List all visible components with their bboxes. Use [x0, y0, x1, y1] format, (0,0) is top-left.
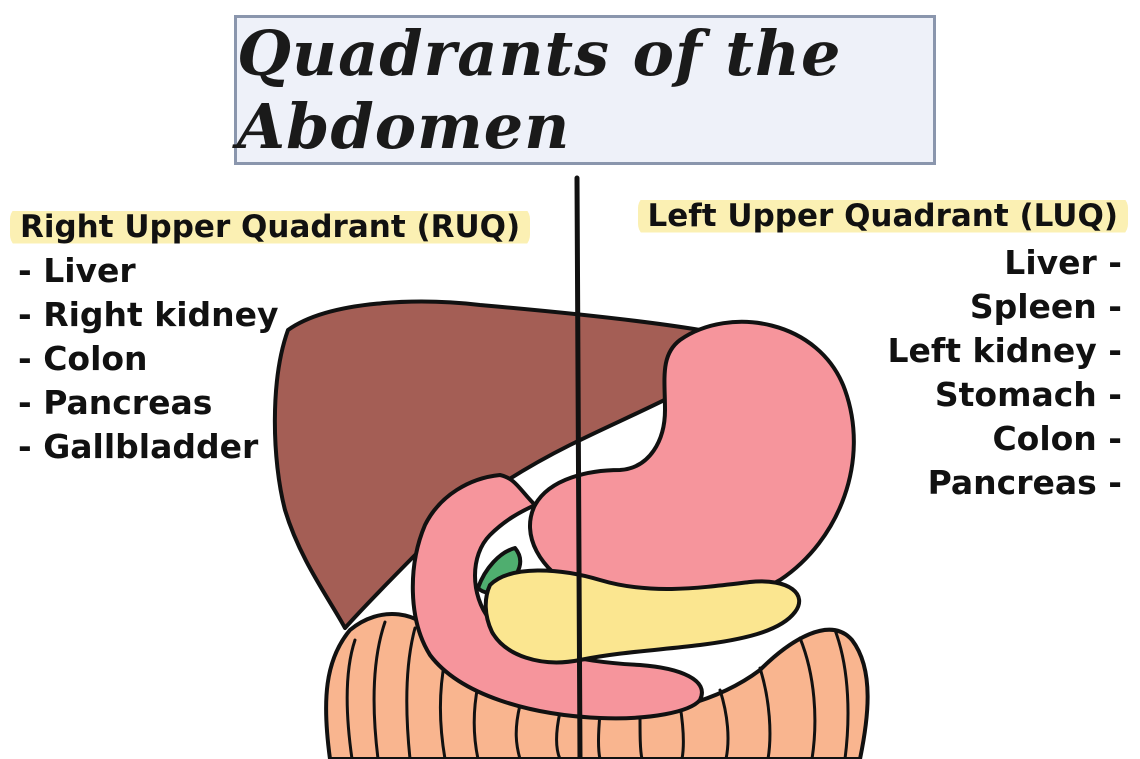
luq-heading: Left Upper Quadrant (LUQ) — [637, 194, 1128, 238]
ruq-organ-item: Right kidney — [18, 293, 278, 337]
duodenum — [410, 473, 704, 721]
ruq-heading: Right Upper Quadrant (RUQ) — [10, 205, 531, 249]
pancreas — [483, 568, 802, 665]
liver — [272, 299, 728, 630]
luq-organ-item: Pancreas — [888, 461, 1122, 505]
luq-organ-item: Stomach — [888, 373, 1122, 417]
luq-organ-list: Liver Spleen Left kidney Stomach Colon P… — [888, 241, 1122, 505]
ruq-organ-item: Pancreas — [18, 381, 279, 425]
title-box: Quadrants of the Abdomen — [234, 15, 936, 165]
page-title: Quadrants of the Abdomen — [237, 17, 842, 163]
luq-organ-item: Spleen — [888, 285, 1122, 329]
ruq-organ-item: Gallbladder — [18, 425, 279, 469]
ruq-organ-item: Liver — [18, 249, 279, 293]
ruq-organ-list: Liver Right kidney Colon Pancreas Gallbl… — [18, 249, 279, 469]
midline-divider — [574, 175, 583, 759]
luq-organ-item: Colon — [888, 417, 1122, 461]
luq-organ-item: Liver — [888, 241, 1122, 285]
luq-organ-item: Left kidney — [888, 329, 1122, 373]
ruq-organ-item: Colon — [18, 337, 279, 381]
